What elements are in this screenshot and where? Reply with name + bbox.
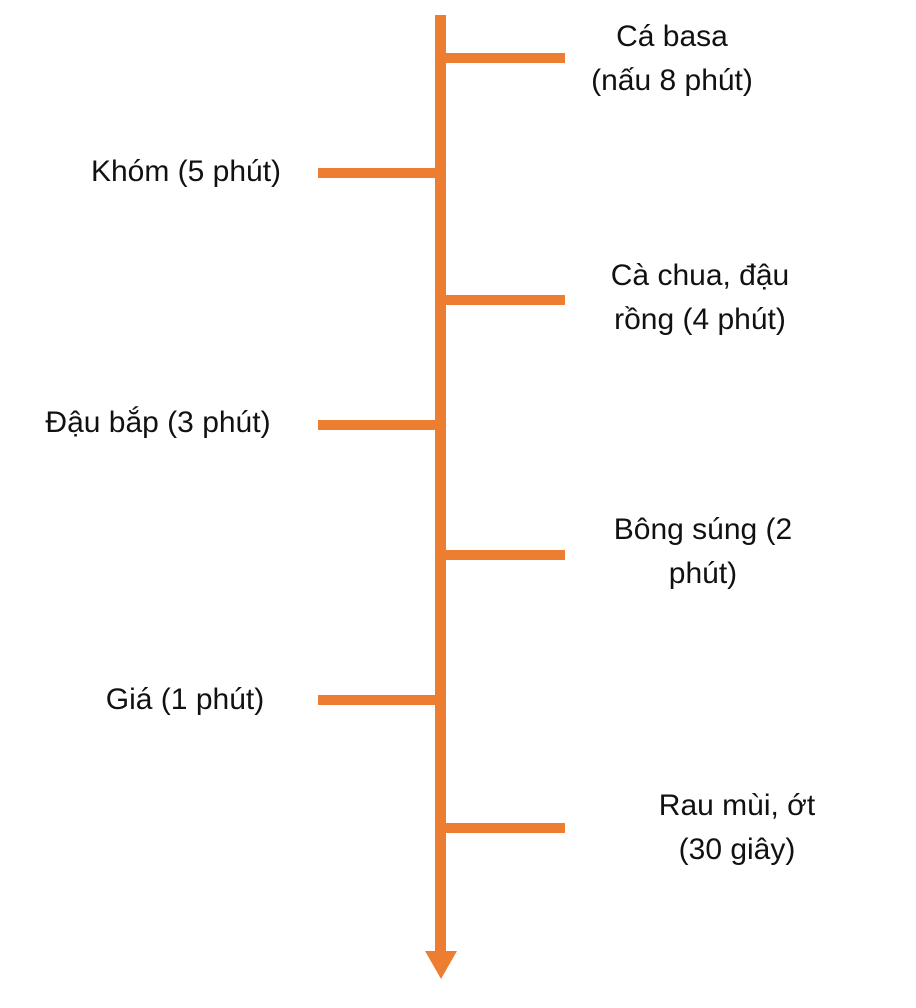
branch-line-ca-chua — [440, 295, 565, 305]
step-label-khom: Khóm (5 phút) — [90, 155, 282, 188]
step-label-rau-mui: Rau mùi, ớt (30 giây) — [658, 789, 816, 866]
branch-line-bong-sung — [440, 550, 565, 560]
arrow-down-head-icon — [425, 951, 457, 979]
step-label-bong-sung: Bông súng (2 phút) — [613, 513, 793, 590]
step-label-ca-chua: Cà chua, đậu rồng (4 phút) — [610, 259, 790, 336]
timeline-axis-line — [435, 15, 446, 952]
branch-line-ca-basa — [440, 53, 565, 63]
step-label-dau-bap: Đậu bắp (3 phút) — [45, 406, 271, 439]
step-label-ca-basa: Cá basa (nấu 8 phút) — [591, 20, 753, 97]
branch-line-khom — [318, 168, 440, 178]
branch-line-rau-mui — [440, 823, 565, 833]
step-label-gia: Giá (1 phút) — [105, 683, 265, 716]
branch-line-gia — [318, 695, 440, 705]
branch-line-dau-bap — [318, 420, 440, 430]
